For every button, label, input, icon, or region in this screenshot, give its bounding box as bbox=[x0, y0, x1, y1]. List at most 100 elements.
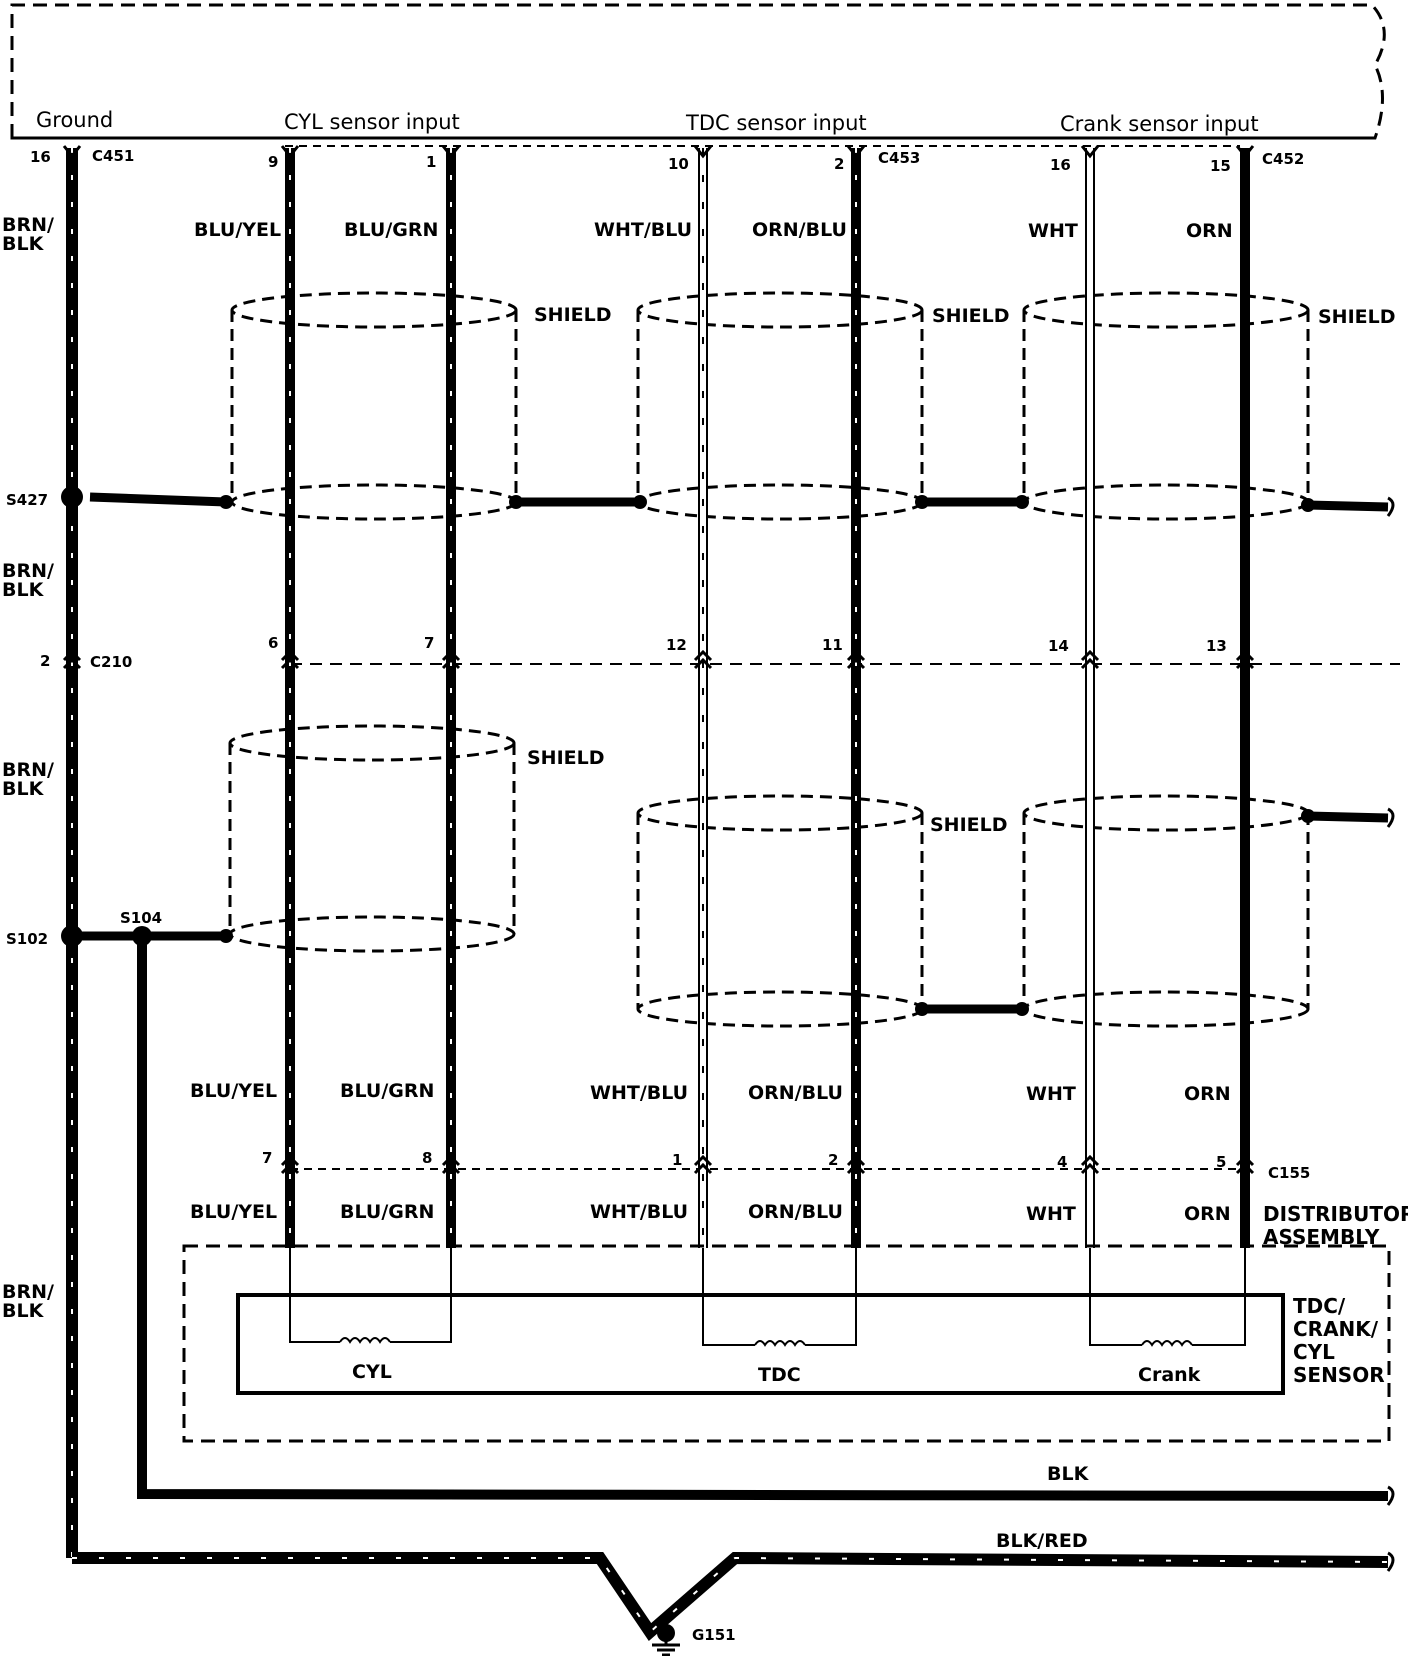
shield-cyl-lower bbox=[228, 724, 516, 953]
connector-c451-label: C451 bbox=[92, 147, 134, 165]
wire-label-blu-yel: BLU/YEL bbox=[190, 1201, 277, 1223]
sensor-label-3: CYL bbox=[1293, 1340, 1335, 1364]
shield-label: SHIELD bbox=[930, 814, 1008, 836]
sensor-label-4: SENSOR bbox=[1293, 1363, 1385, 1387]
pin-number: 13 bbox=[1206, 637, 1227, 655]
wire-label-part: BLK bbox=[2, 1300, 45, 1322]
distributor-assembly-outline bbox=[182, 1244, 1391, 1443]
pin-number: 9 bbox=[268, 153, 278, 171]
pin-number: 15 bbox=[1210, 157, 1231, 175]
pin-number: 5 bbox=[1216, 1153, 1226, 1171]
svg-text:BRN/BLK: BRN/BLK bbox=[2, 214, 54, 255]
wire-label-orn-blu: ORN/BLU bbox=[748, 1201, 843, 1223]
splice-s104-label: S104 bbox=[120, 909, 162, 927]
pin-number: 1 bbox=[672, 1151, 682, 1169]
wire-label-wht: WHT bbox=[1028, 220, 1078, 242]
splice-s102-label: S102 bbox=[6, 930, 48, 948]
wire-label-wht: WHT bbox=[1026, 1203, 1076, 1225]
brn-blk-label-2: BRN/BLK bbox=[2, 560, 54, 601]
pin-number: 8 bbox=[422, 1149, 432, 1167]
wire-label-wht-blu: WHT/BLU bbox=[590, 1082, 688, 1104]
wire-label-part: BRN/ bbox=[2, 214, 54, 236]
shield-label: SHIELD bbox=[534, 304, 612, 326]
distributor-label-2: ASSEMBLY bbox=[1263, 1225, 1380, 1249]
connector-c452-label: C452 bbox=[1262, 150, 1304, 168]
pin-number: 7 bbox=[424, 634, 434, 652]
connector-c155-label: C155 bbox=[1268, 1164, 1310, 1182]
shield-label: SHIELD bbox=[1318, 306, 1396, 328]
sensor-label-1: TDC/ bbox=[1293, 1294, 1346, 1318]
wire-label-blu-grn: BLU/GRN bbox=[344, 219, 438, 241]
wire-label-part: BLK bbox=[2, 778, 45, 800]
tdc-input-header: TDC sensor input bbox=[685, 111, 867, 135]
coil-cyl bbox=[289, 1248, 452, 1344]
wire-label-wht: WHT bbox=[1026, 1083, 1076, 1105]
shield-drain-dots bbox=[219, 495, 1315, 1016]
pin-number: 14 bbox=[1048, 637, 1069, 655]
wire-label-blk-red: BLK/RED bbox=[996, 1530, 1088, 1552]
ground-symbol-icon bbox=[652, 1624, 680, 1656]
wire-label-orn: ORN bbox=[1184, 1083, 1231, 1105]
coil-crank-label: Crank bbox=[1138, 1364, 1201, 1386]
wire-label-part: BLK bbox=[2, 579, 45, 601]
wire-blk-return bbox=[137, 936, 1389, 1501]
crank-input-header: Crank sensor input bbox=[1060, 112, 1259, 136]
ground-header: Ground bbox=[36, 108, 113, 132]
pin-number: 1 bbox=[426, 153, 436, 171]
wire-label-blu-grn: BLU/GRN bbox=[340, 1201, 434, 1223]
svg-text:BRN/BLK: BRN/BLK bbox=[2, 1281, 54, 1322]
pin-number: 2 bbox=[834, 155, 844, 173]
sensor-block-outline bbox=[236, 1293, 1285, 1395]
wire-label-blk: BLK bbox=[1047, 1463, 1090, 1485]
wire-label-blu-grn: BLU/GRN bbox=[340, 1080, 434, 1102]
coil-crank bbox=[1089, 1248, 1246, 1347]
shield-crank-upper bbox=[1022, 291, 1310, 521]
pin-number: 10 bbox=[668, 155, 689, 173]
shield-tdc-upper bbox=[636, 291, 924, 521]
wire-label-orn-blu: ORN/BLU bbox=[748, 1082, 843, 1104]
wire-label-orn-blu: ORN/BLU bbox=[752, 219, 847, 241]
pin-number: 16 bbox=[30, 148, 51, 166]
wire-label-blu-yel: BLU/YEL bbox=[194, 219, 281, 241]
pin-number: 7 bbox=[262, 1149, 272, 1167]
distributor-label-1: DISTRIBUTOR bbox=[1263, 1202, 1408, 1226]
connector-c453-label: C453 bbox=[878, 149, 920, 167]
pin-number: 11 bbox=[822, 636, 843, 654]
pin-number: 2 bbox=[828, 1151, 838, 1169]
connector-c210-label: C210 bbox=[90, 653, 132, 671]
wire-label-wht-blu: WHT/BLU bbox=[594, 219, 692, 241]
connector-marks bbox=[62, 145, 1255, 1175]
ecu-housing-outline bbox=[10, 3, 1386, 140]
pin-number: 4 bbox=[1057, 1153, 1067, 1171]
shield-cyl-upper bbox=[230, 291, 518, 521]
wire-label-orn: ORN bbox=[1186, 220, 1233, 242]
wire-break-marks bbox=[1386, 496, 1395, 1572]
shield-crank-lower bbox=[1022, 794, 1310, 1028]
pin-number: 12 bbox=[666, 636, 687, 654]
coil-cyl-label: CYL bbox=[352, 1361, 392, 1383]
shield-tdc-lower bbox=[636, 794, 924, 1028]
coil-tdc bbox=[702, 1248, 857, 1347]
shield-label: SHIELD bbox=[932, 305, 1010, 327]
wire-label-wht-blu: WHT/BLU bbox=[590, 1201, 688, 1223]
wire-label-part: BRN/ bbox=[2, 560, 54, 582]
svg-text:BRN/BLK: BRN/BLK bbox=[2, 759, 54, 800]
brn-blk-label-1: BRN/BLK bbox=[2, 214, 54, 255]
pin-number: 16 bbox=[1050, 156, 1071, 174]
sensor-label-2: CRANK/ bbox=[1293, 1317, 1379, 1341]
svg-text:BRN/BLK: BRN/BLK bbox=[2, 560, 54, 601]
wire-label-part: BRN/ bbox=[2, 1281, 54, 1303]
shield-label: SHIELD bbox=[527, 747, 605, 769]
wire-label-blu-yel: BLU/YEL bbox=[190, 1080, 277, 1102]
wire-label-part: BLK bbox=[2, 233, 45, 255]
pin-number: 6 bbox=[268, 634, 278, 652]
brn-blk-label-3: BRN/BLK bbox=[2, 759, 54, 800]
brn-blk-label-4: BRN/BLK bbox=[2, 1281, 54, 1322]
pin-number: 2 bbox=[40, 652, 50, 670]
wire-blk-red-ground bbox=[72, 1551, 1389, 1641]
wire-label-part: BRN/ bbox=[2, 759, 54, 781]
shield-drain-wires bbox=[89, 492, 1389, 1014]
splice-s427-label: S427 bbox=[6, 491, 48, 509]
coil-tdc-label: TDC bbox=[758, 1364, 801, 1386]
